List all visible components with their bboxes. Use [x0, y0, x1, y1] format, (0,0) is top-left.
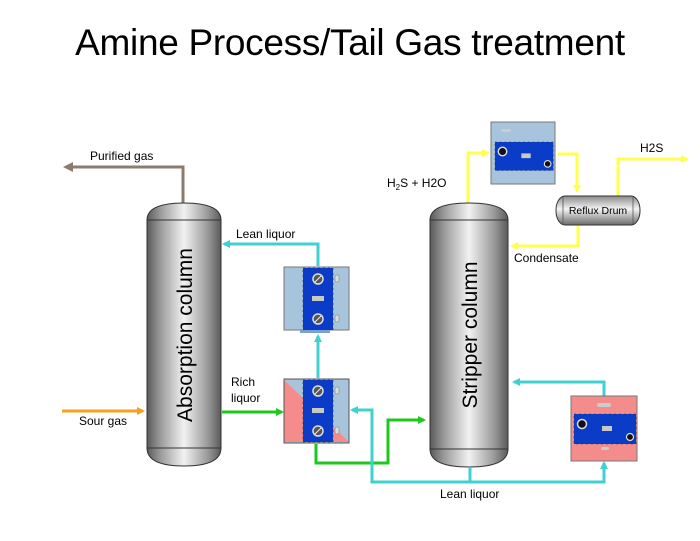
h2s-outlet-line [616, 155, 689, 198]
page-title: Amine Process/Tail Gas treatment [75, 22, 625, 63]
sour-gas-label: Sour gas [79, 414, 127, 428]
lean-liquor-top-label: Lean liquor [236, 227, 295, 241]
absorption-column: Absorption column [146, 202, 222, 467]
rich-liquor-label-line2: liquor [231, 391, 260, 405]
h2s-h2o-label: H2S + H2O [387, 176, 446, 192]
purified-gas-line [63, 162, 185, 204]
h2s-label: H2S [640, 141, 663, 155]
condensate-line [510, 224, 580, 250]
stripper-column: Stripper column [429, 202, 509, 468]
stripper-column-label: Stripper column [459, 261, 482, 408]
lean-liquor-to-absorber-line [222, 240, 320, 266]
purified-gas-label: Purified gas [90, 149, 153, 163]
rich-liquor-to-stripper-line [314, 416, 426, 465]
reboiler [570, 395, 638, 462]
overhead-condenser [490, 121, 556, 185]
reflux-drum-label: Reflux Drum [569, 205, 628, 217]
lean-liquor-cooler [283, 266, 350, 333]
reflux-drum: Reflux Drum [555, 195, 641, 226]
absorption-column-label: Absorption column [174, 248, 197, 422]
lean-liquor-bottom-label: Lean liquor [440, 487, 499, 501]
condenser-to-drum-line [558, 152, 581, 193]
lean-liquor-to-reboiler-line [470, 461, 608, 484]
lean-rich-exchanger [283, 378, 350, 444]
condensate-label: Condensate [514, 251, 579, 265]
overhead-vapor-line [466, 149, 490, 204]
rich-liquor-label-line1: Rich [231, 375, 255, 389]
reboiler-return-line [512, 378, 606, 396]
